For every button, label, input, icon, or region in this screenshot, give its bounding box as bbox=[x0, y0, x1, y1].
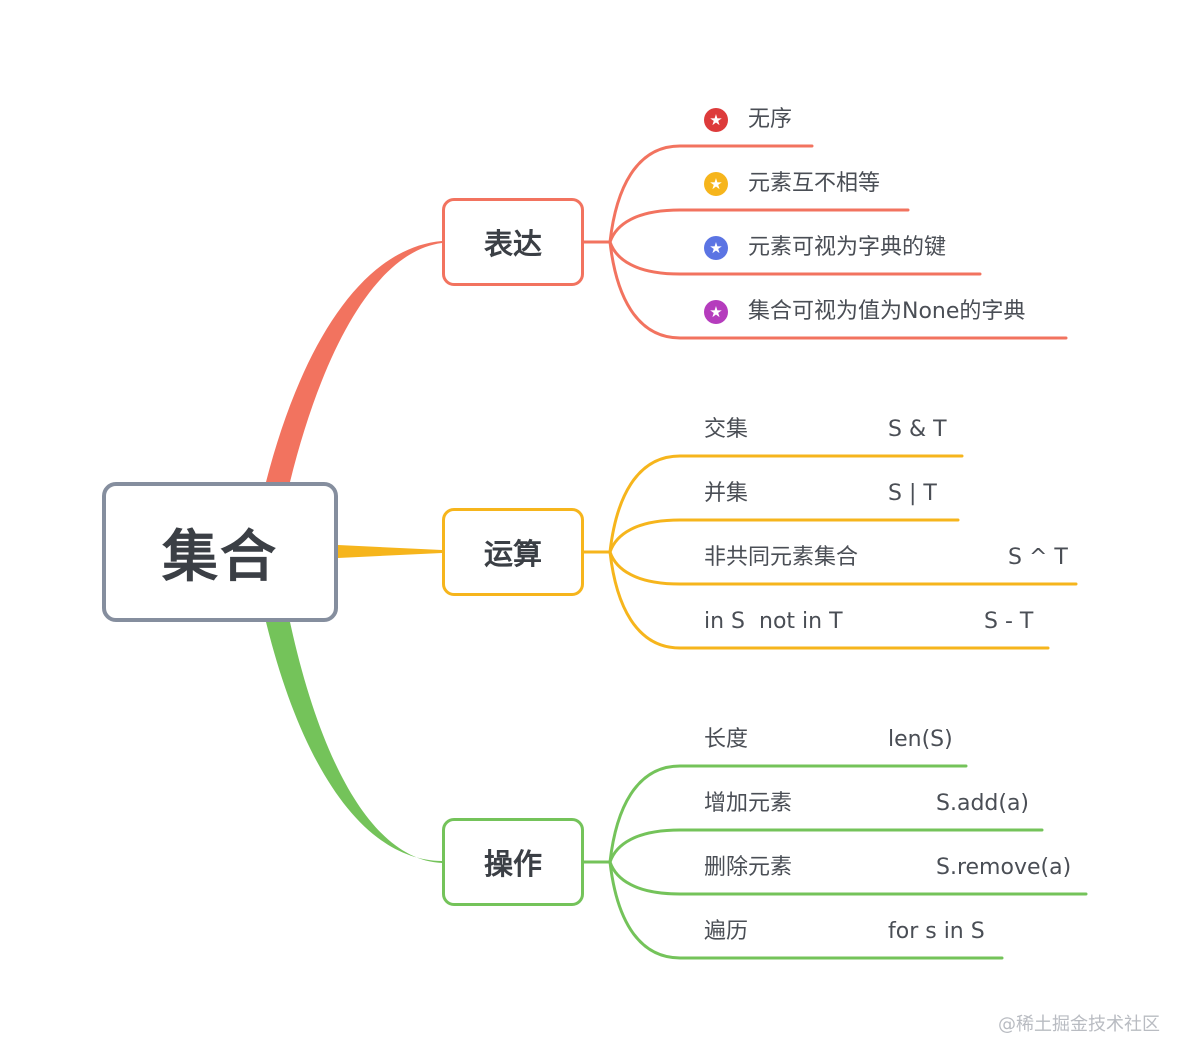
leaf-code-difference: S - T bbox=[984, 609, 1034, 634]
root-branch-connector bbox=[266, 241, 442, 482]
root-label: 集合 bbox=[162, 524, 278, 590]
star-icon: ★ bbox=[704, 300, 728, 324]
watermark: @稀土掘金技术社区 bbox=[998, 1014, 1160, 1035]
root-node[interactable]: 集合 bbox=[102, 482, 338, 622]
leaf-connector bbox=[608, 828, 1044, 864]
leaf-code-union: S | T bbox=[888, 481, 937, 506]
leaf-connector bbox=[608, 550, 1050, 650]
branch-node-operations[interactable]: 运算 bbox=[442, 508, 584, 596]
branch-node-methods[interactable]: 操作 bbox=[442, 818, 584, 906]
branch-label: 运算 bbox=[483, 537, 542, 571]
leaf-connector bbox=[608, 518, 960, 554]
branch-label: 表达 bbox=[483, 227, 542, 261]
leaf-code-add: S.add(a) bbox=[936, 791, 1030, 816]
root-branch-connector bbox=[266, 622, 442, 863]
leaf-text-union: 并集 bbox=[704, 481, 749, 506]
leaf-connector bbox=[608, 860, 1004, 960]
leaf-connector bbox=[608, 240, 1068, 340]
star-icon: ★ bbox=[704, 108, 728, 132]
leaf-text-remove: 删除元素 bbox=[704, 855, 793, 880]
branch-node-expression[interactable]: 表达 bbox=[442, 198, 584, 286]
root-branch-connector bbox=[338, 545, 442, 558]
leaf-text-dict-keys: 元素可视为字典的键 bbox=[748, 235, 947, 260]
leaf-text-unordered: 无序 bbox=[748, 107, 793, 132]
leaf-connector bbox=[608, 764, 968, 864]
leaf-connector bbox=[608, 550, 1078, 586]
leaf-text-difference: in S not in T bbox=[704, 609, 843, 634]
leaf-code-iterate: for s in S bbox=[888, 919, 985, 944]
star-icon: ★ bbox=[704, 236, 728, 260]
leaf-text-none-dict: 集合可视为值为None的字典 bbox=[748, 299, 1026, 324]
leaf-code-remove: S.remove(a) bbox=[936, 855, 1072, 880]
leaf-text-add: 增加元素 bbox=[704, 791, 793, 816]
leaf-connector bbox=[608, 208, 910, 244]
leaf-text-unique-elements: 元素互不相等 bbox=[748, 171, 881, 196]
leaf-code-intersection: S & T bbox=[888, 417, 947, 442]
leaf-text-length: 长度 bbox=[704, 727, 749, 752]
leaf-connector bbox=[608, 240, 982, 276]
leaf-connector bbox=[608, 144, 814, 244]
leaf-connector bbox=[608, 860, 1088, 896]
leaf-text-symmetric-difference: 非共同元素集合 bbox=[704, 545, 859, 570]
star-icon: ★ bbox=[704, 172, 728, 196]
leaf-text-intersection: 交集 bbox=[704, 417, 749, 442]
leaf-text-iterate: 遍历 bbox=[704, 919, 749, 944]
leaf-connector bbox=[608, 454, 964, 554]
branch-label: 操作 bbox=[483, 847, 542, 881]
leaf-code-length: len(S) bbox=[888, 727, 953, 752]
leaf-code-symmetric-difference: S ^ T bbox=[1008, 545, 1068, 570]
